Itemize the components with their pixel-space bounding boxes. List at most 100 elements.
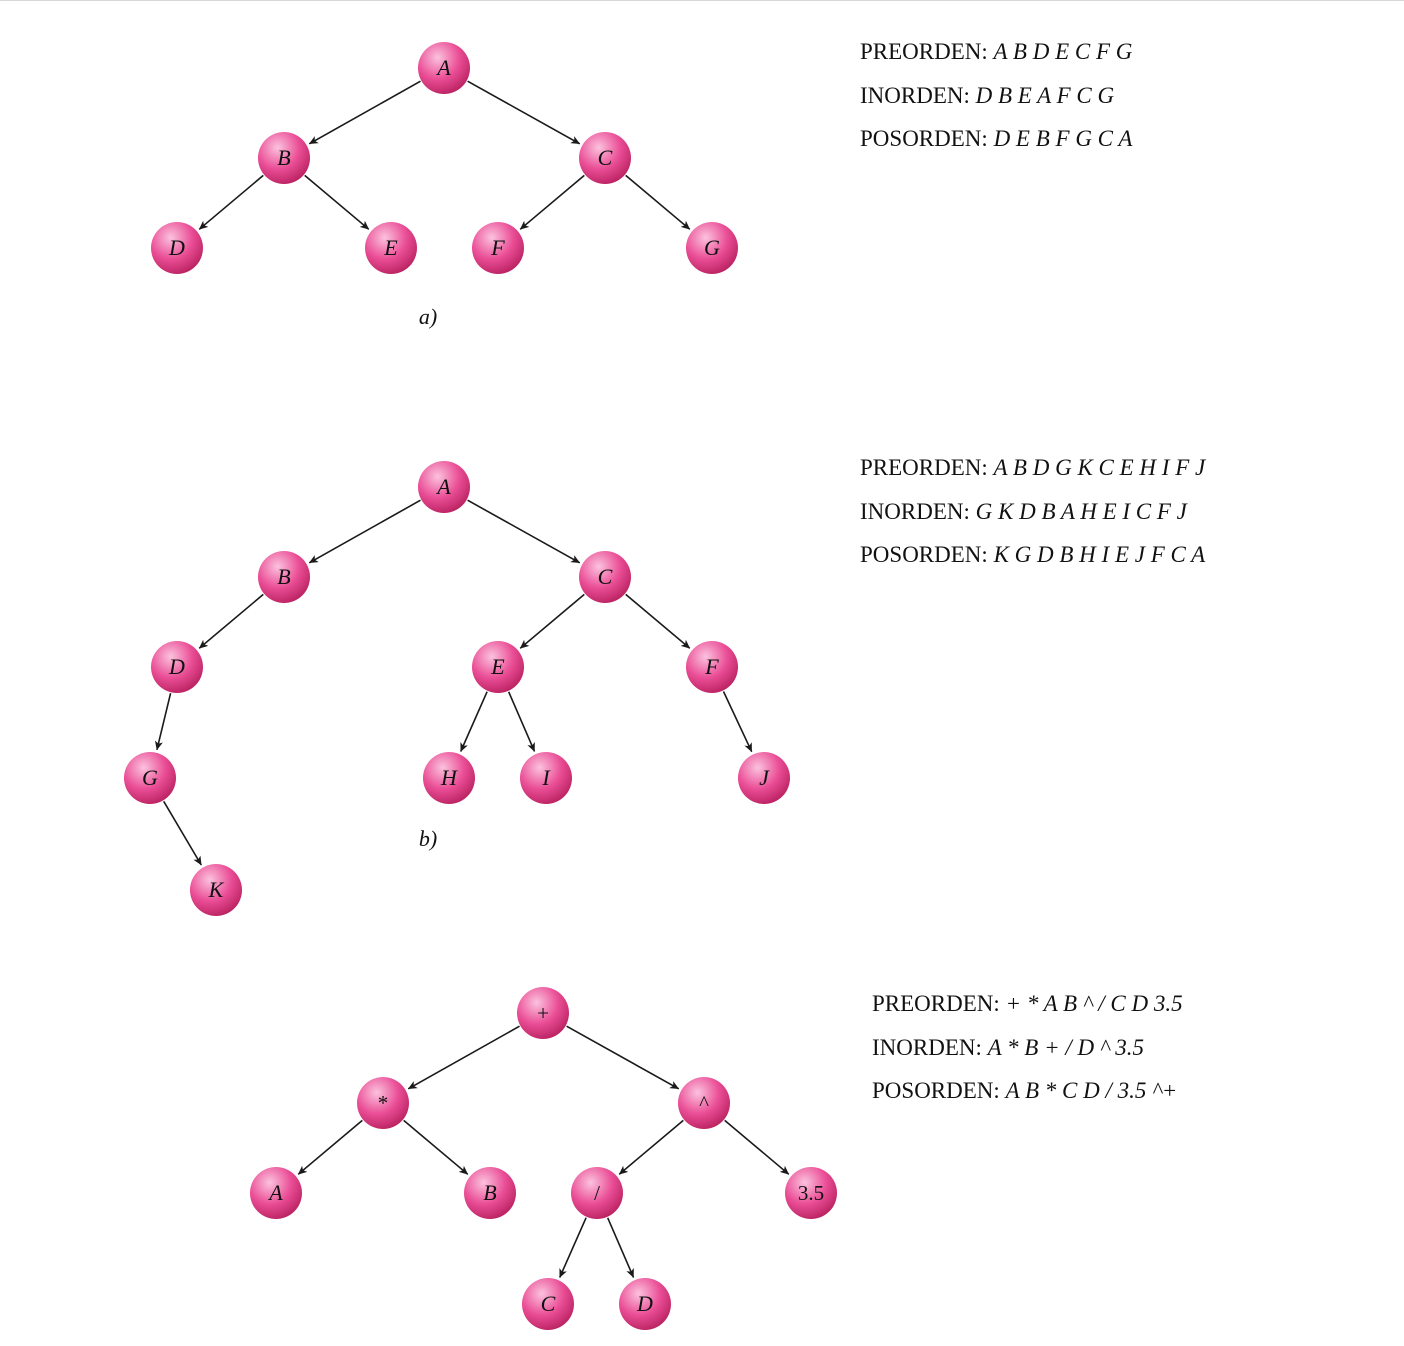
tree-node-label: B <box>483 1180 496 1205</box>
tree-edge-arrow <box>459 691 488 752</box>
tree-node: B <box>258 551 310 603</box>
inorder-sequence: G K D B A H E I C F J <box>975 499 1187 524</box>
inorder-label: INORDEN: <box>872 1035 982 1060</box>
captions-layer: a) b) <box>419 304 437 851</box>
tree-node-circle <box>579 551 631 603</box>
tree-node: D <box>151 222 203 274</box>
tree-node-circle <box>686 222 738 274</box>
tree-edge-arrow <box>558 1217 587 1278</box>
tree-node-label: F <box>490 235 505 260</box>
tree-node: / <box>571 1167 623 1219</box>
edges-layer <box>154 80 790 1278</box>
tree-node: D <box>619 1278 671 1330</box>
tree-node-circle <box>258 551 310 603</box>
tree-node: F <box>472 222 524 274</box>
tree-node: 3.5 <box>785 1167 837 1219</box>
tree-node-label: I <box>541 765 551 790</box>
postorder-label: POSORDEN: <box>860 126 988 151</box>
tree-edge-arrow <box>198 593 264 649</box>
tree-node-label: J <box>759 765 770 790</box>
postorder-sequence: D E B F G C A <box>993 126 1133 151</box>
tree-node-circle <box>472 641 524 693</box>
tree-node-circle <box>151 222 203 274</box>
figure-c-preorder: PREORDEN: + * A B ^ / C D 3.5 <box>872 990 1183 1018</box>
tree-node-label: ^ <box>699 1091 709 1115</box>
preorder-label: PREORDEN: <box>872 991 1000 1016</box>
tree-edge-arrow <box>625 593 691 649</box>
tree-edge-arrow <box>507 691 536 752</box>
tree-node: + <box>517 987 569 1039</box>
figure-c-postorder: POSORDEN: A B * C D / 3.5 ^+ <box>872 1077 1177 1105</box>
tree-edge-arrow <box>403 1119 469 1175</box>
tree-node: J <box>738 752 790 804</box>
tree-node-circle <box>124 752 176 804</box>
tree-node: B <box>464 1167 516 1219</box>
postorder-label: POSORDEN: <box>860 542 988 567</box>
tree-edge-arrow <box>724 1119 790 1175</box>
tree-node-label: G <box>704 235 720 260</box>
tree-edge-arrow <box>308 499 421 564</box>
preorder-sequence: A B D E C F G <box>993 39 1133 64</box>
tree-node-label: * <box>378 1091 389 1115</box>
figure-b-preorder: PREORDEN: A B D G K C E H I F J <box>860 454 1205 482</box>
tree-node-circle <box>258 132 310 184</box>
preorder-sequence: A B D G K C E H I F J <box>993 455 1206 480</box>
tree-node-circle <box>357 1077 409 1129</box>
tree-node-label: A <box>435 474 451 499</box>
figure-a-inorder: INORDEN: D B E A F C G <box>860 82 1114 110</box>
tree-edge-arrow <box>198 174 264 230</box>
tree-node-label: C <box>598 564 613 589</box>
tree-node-circle <box>785 1167 837 1219</box>
tree-node-circle <box>686 641 738 693</box>
preorder-label: PREORDEN: <box>860 39 988 64</box>
figure-a-preorder: PREORDEN: A B D E C F G <box>860 38 1132 66</box>
tree-node-label: H <box>440 765 458 790</box>
tree-edge-arrow <box>722 691 753 753</box>
tree-node-label: 3.5 <box>798 1181 824 1205</box>
tree-node: E <box>472 641 524 693</box>
tree-node-label: D <box>636 1291 653 1316</box>
figure-c-inorder: INORDEN: A * B + / D ^ 3.5 <box>872 1034 1144 1062</box>
tree-node: ^ <box>678 1077 730 1129</box>
tree-node-circle <box>738 752 790 804</box>
tree-node: G <box>686 222 738 274</box>
preorder-sequence: + * A B ^ / C D 3.5 <box>1005 991 1183 1016</box>
tree-node-circle <box>579 132 631 184</box>
inorder-sequence: A * B + / D ^ 3.5 <box>987 1035 1145 1060</box>
tree-node-label: A <box>267 1180 283 1205</box>
tree-edge-arrow <box>467 80 581 145</box>
tree-edge-arrow <box>154 693 172 751</box>
tree-node-circle <box>365 222 417 274</box>
tree-node: D <box>151 641 203 693</box>
figure-a-caption: a) <box>419 304 437 329</box>
tree-node: C <box>579 551 631 603</box>
tree-edge-arrow <box>519 174 585 230</box>
tree-node-label: B <box>277 564 290 589</box>
tree-node-label: D <box>168 235 185 260</box>
tree-node: * <box>357 1077 409 1129</box>
tree-node: C <box>579 132 631 184</box>
tree-node-circle <box>418 461 470 513</box>
tree-node-circle <box>571 1167 623 1219</box>
tree-node-circle <box>464 1167 516 1219</box>
tree-node-circle <box>520 752 572 804</box>
inorder-label: INORDEN: <box>860 83 970 108</box>
tree-node-label: E <box>490 654 505 679</box>
top-border <box>0 0 1404 1</box>
tree-node-label: B <box>277 145 290 170</box>
tree-node-label: E <box>383 235 398 260</box>
tree-edge-arrow <box>297 1119 363 1175</box>
tree-node-label: K <box>208 877 225 902</box>
tree-node-circle <box>423 752 475 804</box>
tree-edge-arrow <box>163 800 202 866</box>
tree-node-circle <box>418 42 470 94</box>
postorder-sequence: K G D B H I E J F C A <box>993 542 1206 567</box>
tree-node: K <box>190 864 242 916</box>
figure-b-caption: b) <box>419 826 437 851</box>
tree-edge-arrow <box>304 174 370 230</box>
tree-node: A <box>250 1167 302 1219</box>
tree-node-circle <box>250 1167 302 1219</box>
tree-edge-arrow <box>308 80 421 145</box>
